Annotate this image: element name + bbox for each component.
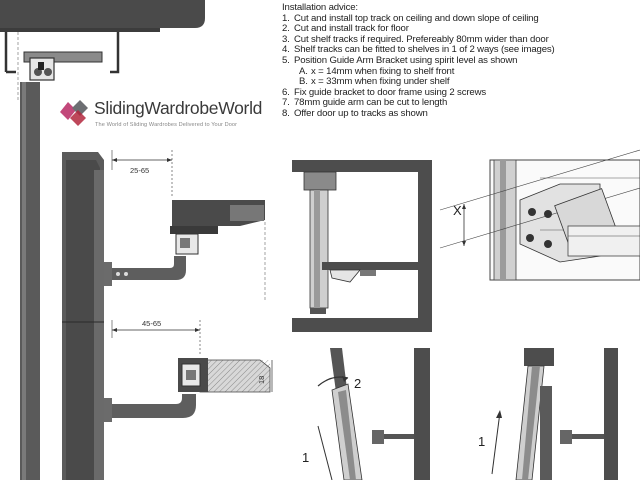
step-row: 8. Offer door up to tracks as shown (282, 107, 637, 120)
step-text: Cut shelf tracks if required. Prefereabl… (294, 33, 549, 45)
cross-section-panel (292, 160, 432, 332)
brand-tagline: The World of Sliding Wardrobes Delivered… (95, 122, 238, 128)
substep-text: x = 14mm when fixing to shelf front (311, 65, 455, 77)
step-row: 2. Cut and install track for floor (282, 24, 637, 35)
step-number: 2. (282, 23, 290, 35)
substep-letter: A. (299, 65, 308, 77)
step-1-left-label: 1 (302, 450, 309, 465)
step-text: Fix guide bracket to door frame using 2 … (294, 86, 486, 98)
door-insert-step-left: 2 1 (302, 348, 430, 480)
dim-top-label: 25-65 (130, 166, 149, 175)
step-number: 4. (282, 44, 290, 56)
step-row: 3. Cut shelf tracks if required. Preferea… (282, 33, 637, 46)
brand-name: SlidingWardrobeWorld (94, 98, 263, 118)
step-number: 7. (282, 97, 290, 109)
step-number: 3. (282, 33, 290, 45)
step-row: 1. Cut and install top track on ceiling a… (282, 12, 637, 25)
brand-mark-icon (60, 100, 88, 126)
step-text: Offer door up to tracks as shown (294, 107, 428, 119)
dim-shelf-label: 18 (257, 376, 266, 384)
step-text: 78mm guide arm can be cut to length (294, 97, 448, 109)
step-row: 5. Position Guide Arm Bracket using spiri… (282, 54, 637, 67)
lower-shelf-bracket: 45-65 18 (111, 319, 273, 418)
step-number: 5. (282, 54, 290, 66)
step-1-right-label: 1 (478, 434, 485, 449)
brand-logo[interactable]: SlidingWardrobeWorld The World of Slidin… (58, 98, 278, 134)
step-number: 1. (282, 12, 290, 24)
substep-text: x = 33mm when fixing under shelf (311, 76, 450, 88)
label-x: X (453, 203, 462, 218)
upper-shelf-bracket: 25-65 (111, 150, 266, 300)
advice-title: Installation advice: (282, 2, 358, 13)
step-row: 4. Shelf tracks can be fitted to shelves … (282, 45, 637, 56)
step-row: 6. Fix guide bracket to door frame using … (282, 86, 637, 99)
guide-bracket-detail: X (439, 149, 640, 281)
substep-row: B.x = 33mm when fixing under shelf (282, 77, 637, 88)
substep-letter: B. (299, 76, 308, 88)
step-text: Position Guide Arm Bracket using spirit … (294, 54, 518, 66)
step-number: 6. (282, 86, 290, 98)
dim-bottom-label: 45-65 (142, 319, 161, 328)
step-number: 8. (282, 107, 290, 119)
substep-row: A.x = 14mm when fixing to shelf front (282, 65, 637, 78)
step-text: Shelf tracks can be fitted to shelves in… (294, 44, 555, 56)
ceiling-track-detail (0, 0, 205, 480)
door-insert-step-right: 1 (478, 348, 618, 480)
installation-advice: Installation advice: 1. Cut and install t… (282, 2, 637, 120)
step-text: Cut and install track for floor (294, 23, 409, 35)
door-profile (62, 152, 112, 480)
step-text: Cut and install top track on ceiling and… (294, 12, 539, 24)
step-row: 7. 78mm guide arm can be cut to length (282, 98, 637, 109)
step-2-label: 2 (354, 376, 361, 391)
